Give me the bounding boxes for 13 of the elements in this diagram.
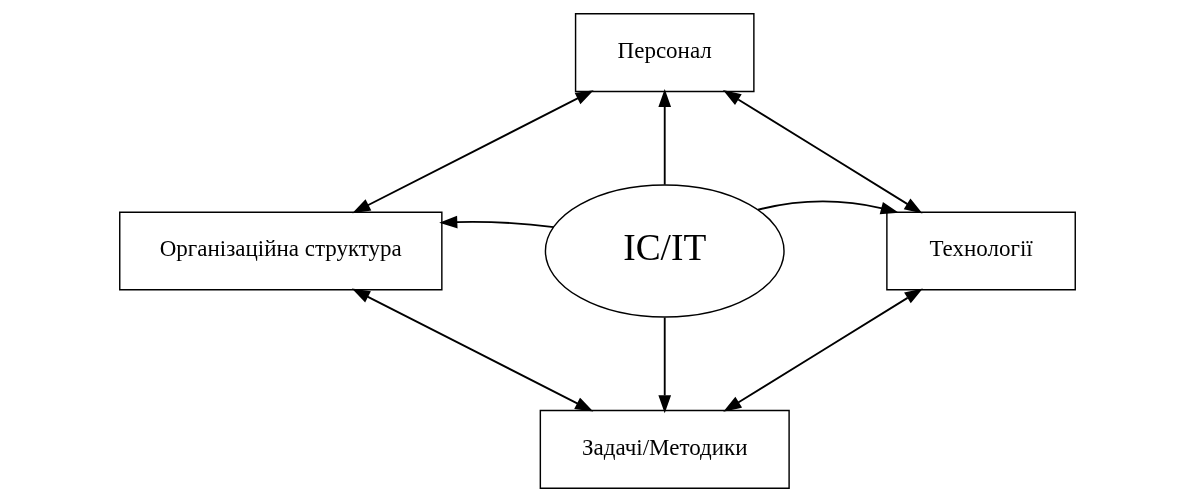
arrow bbox=[757, 200, 899, 215]
node-ellipse: IC/IT bbox=[544, 184, 785, 318]
node-box: Технології bbox=[886, 211, 1076, 291]
node-box: Організаційна структура bbox=[119, 211, 443, 291]
arrow bbox=[352, 90, 594, 214]
node-box: Задачі/Методики bbox=[539, 409, 790, 489]
arrow bbox=[658, 316, 672, 414]
arrow bbox=[439, 215, 555, 229]
node-box: Персонал bbox=[574, 13, 755, 93]
arrow bbox=[351, 288, 594, 412]
arrow bbox=[722, 90, 923, 214]
arrow bbox=[723, 288, 923, 412]
arrow bbox=[658, 88, 672, 186]
